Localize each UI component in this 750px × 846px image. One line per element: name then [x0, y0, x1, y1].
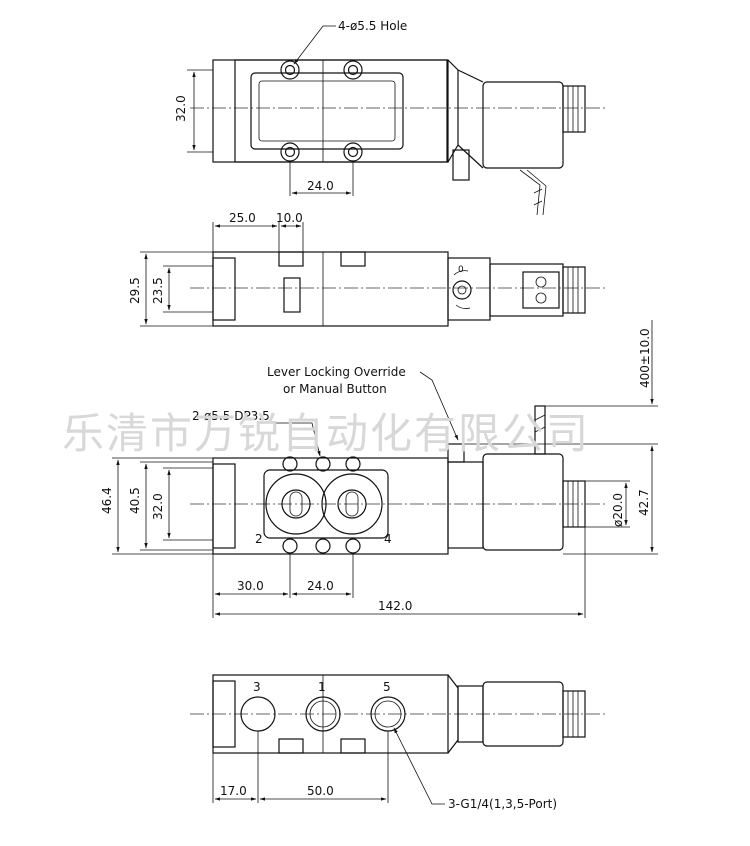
- port-1: [305, 696, 341, 732]
- watermark-text: 乐清市万锐自动化有限公司: [62, 409, 590, 458]
- dim-25: 25.0: [229, 211, 256, 225]
- dim-24: 24.0: [307, 579, 334, 593]
- override-housing: [447, 257, 491, 321]
- dim-32: 32.0: [151, 493, 165, 520]
- hole-depth-label: 2-ø5.5 DP3.5: [192, 409, 270, 423]
- port-4: [321, 473, 383, 535]
- solenoid-bottom: [447, 674, 586, 754]
- manual-override-dial: [452, 280, 472, 300]
- override-label-line1: Lever Locking Override: [267, 365, 406, 379]
- dim-10: 10.0: [276, 211, 303, 225]
- end-cap: [212, 463, 236, 549]
- port-label-2: 2: [255, 532, 263, 546]
- override-leader: [419, 371, 459, 441]
- port-label-1: 1: [318, 680, 326, 694]
- valve-body-front: [212, 457, 449, 555]
- hole-depth-leader: [268, 422, 321, 457]
- hole-callout-label: 4-ø5.5 Hole: [338, 19, 407, 33]
- dim-height-32: 32.0: [174, 95, 188, 122]
- port-label-4: 4: [384, 532, 392, 546]
- mount-lug: [340, 738, 366, 754]
- dim-40-5: 40.5: [128, 487, 142, 514]
- port-leader: [393, 727, 445, 805]
- port-label-5: 5: [383, 680, 391, 694]
- view-top: 4-ø5.5 Hole 32.0 24.0: [174, 19, 605, 216]
- port-thread-label: 3-G1/4(1,3,5-Port): [448, 797, 557, 811]
- port-2: [265, 473, 327, 535]
- view-side: 0 25.0 10.0 29.5 23.5: [128, 211, 605, 327]
- end-cap: [212, 257, 236, 321]
- port-label-3: 3: [253, 680, 261, 694]
- valve-body: [212, 59, 449, 163]
- dim-142: 142.0: [378, 599, 412, 613]
- dim-pitch-24: 24.0: [307, 179, 334, 193]
- mount-holes: [280, 60, 363, 162]
- dim-29-5: 29.5: [128, 277, 142, 304]
- dim-dia-20: ø20.0: [611, 493, 625, 527]
- valve-body-side: [212, 251, 449, 327]
- slot: [283, 277, 301, 313]
- end-cap: [212, 680, 236, 748]
- body-face: [234, 59, 448, 163]
- gasket-outline: [250, 72, 404, 150]
- cable: [534, 405, 546, 455]
- dial-zero-mark: 0: [458, 265, 464, 275]
- dim-23-5: 23.5: [151, 277, 165, 304]
- dim-50: 50.0: [307, 784, 334, 798]
- dim-17: 17.0: [220, 784, 247, 798]
- mount-lug: [278, 251, 304, 267]
- dim-46-4: 46.4: [100, 487, 114, 514]
- mount-lug: [340, 251, 366, 267]
- mount-holes: [282, 456, 361, 554]
- hole-leader: [293, 25, 336, 65]
- solenoid-front: [447, 405, 586, 551]
- solenoid-side: 0: [447, 257, 586, 321]
- dim-42-7: 42.7: [637, 489, 651, 516]
- dim-cable-400: 400±10.0: [638, 328, 652, 388]
- view-front: 2 4 Lever Locking Override or Manual But…: [100, 320, 658, 618]
- view-bottom: 3 1 5 17.0 50.0 3-G1/4(1,3,5-Port): [190, 674, 605, 811]
- dim-30: 30.0: [237, 579, 264, 593]
- override-label-line2: or Manual Button: [283, 382, 387, 396]
- mount-lug: [278, 738, 304, 754]
- solenoid-coil: [447, 59, 586, 216]
- gasket-inner: [258, 80, 396, 142]
